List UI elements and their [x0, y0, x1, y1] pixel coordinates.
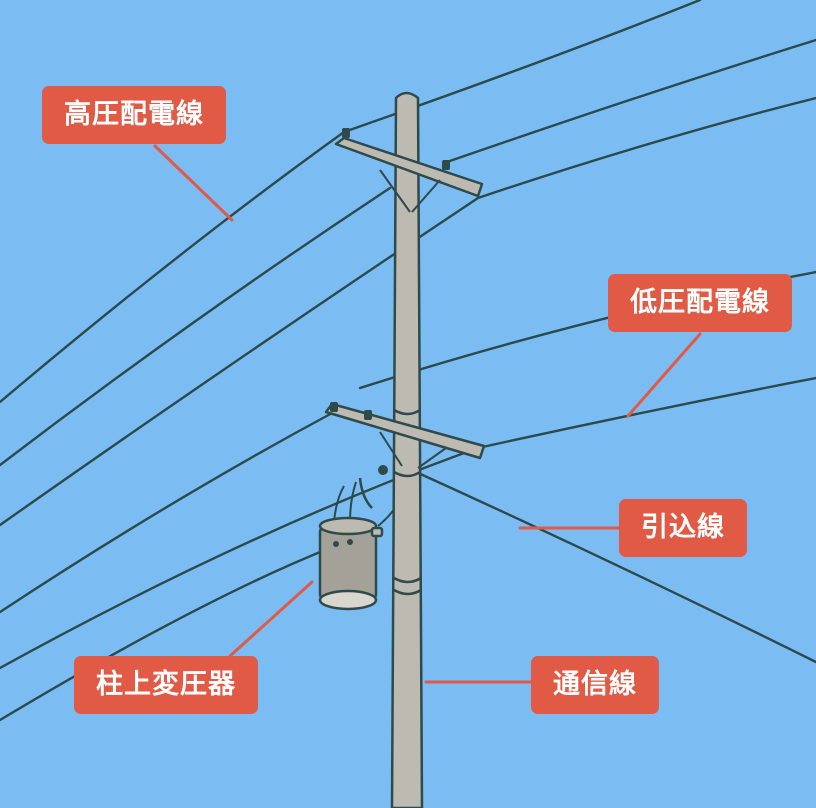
insulator-lower-left	[330, 402, 338, 412]
high-voltage-wire-left-2	[0, 186, 392, 467]
high-voltage-wire-left-1	[0, 130, 346, 404]
pole-band-2	[393, 470, 421, 478]
insulator-upper-left	[342, 128, 350, 138]
transformer-lid	[318, 516, 378, 536]
label-communication-line: 通信線	[531, 656, 659, 714]
pole-band-4	[393, 588, 422, 596]
upper-crossarm	[334, 136, 484, 198]
transformer-bushing-2	[347, 539, 353, 545]
upper-crossarm-braces	[379, 169, 441, 213]
pole-band-1	[393, 408, 421, 416]
transformer-bottom	[318, 589, 378, 611]
leader-transformer	[228, 580, 314, 658]
pole-transformer	[318, 477, 384, 611]
low-voltage-wire-left-3	[0, 546, 332, 722]
insulator-upper-right	[442, 160, 450, 170]
callout-leaders	[153, 144, 702, 684]
pole-band-3	[393, 576, 422, 584]
leader-low-voltage	[626, 332, 702, 418]
label-high-voltage-line: 高圧配電線	[42, 86, 226, 144]
lower-crossarm-braces	[379, 431, 447, 469]
insulator-service	[378, 465, 388, 475]
low-voltage-wire-left-1	[0, 410, 336, 614]
low-voltage-wire-right-2	[476, 376, 816, 450]
leader-high-voltage	[153, 144, 234, 222]
transformer-bracket	[358, 477, 373, 509]
transformer-tank	[318, 524, 378, 602]
pole-shaft	[390, 91, 424, 808]
utility-pole	[324, 91, 486, 808]
label-low-voltage-line: 低圧配電線	[608, 274, 792, 332]
transformer-bushing-1	[333, 541, 339, 547]
insulator-lower-mid	[364, 410, 372, 420]
service-drop-wire	[414, 470, 816, 664]
high-voltage-wire-right-3	[476, 96, 816, 200]
insulators	[330, 128, 450, 475]
label-service-drop: 引込線	[619, 499, 747, 557]
label-pole-transformer: 柱上変圧器	[74, 656, 258, 714]
high-voltage-wire-right-2	[442, 38, 816, 165]
transformer-terminal	[370, 526, 384, 538]
